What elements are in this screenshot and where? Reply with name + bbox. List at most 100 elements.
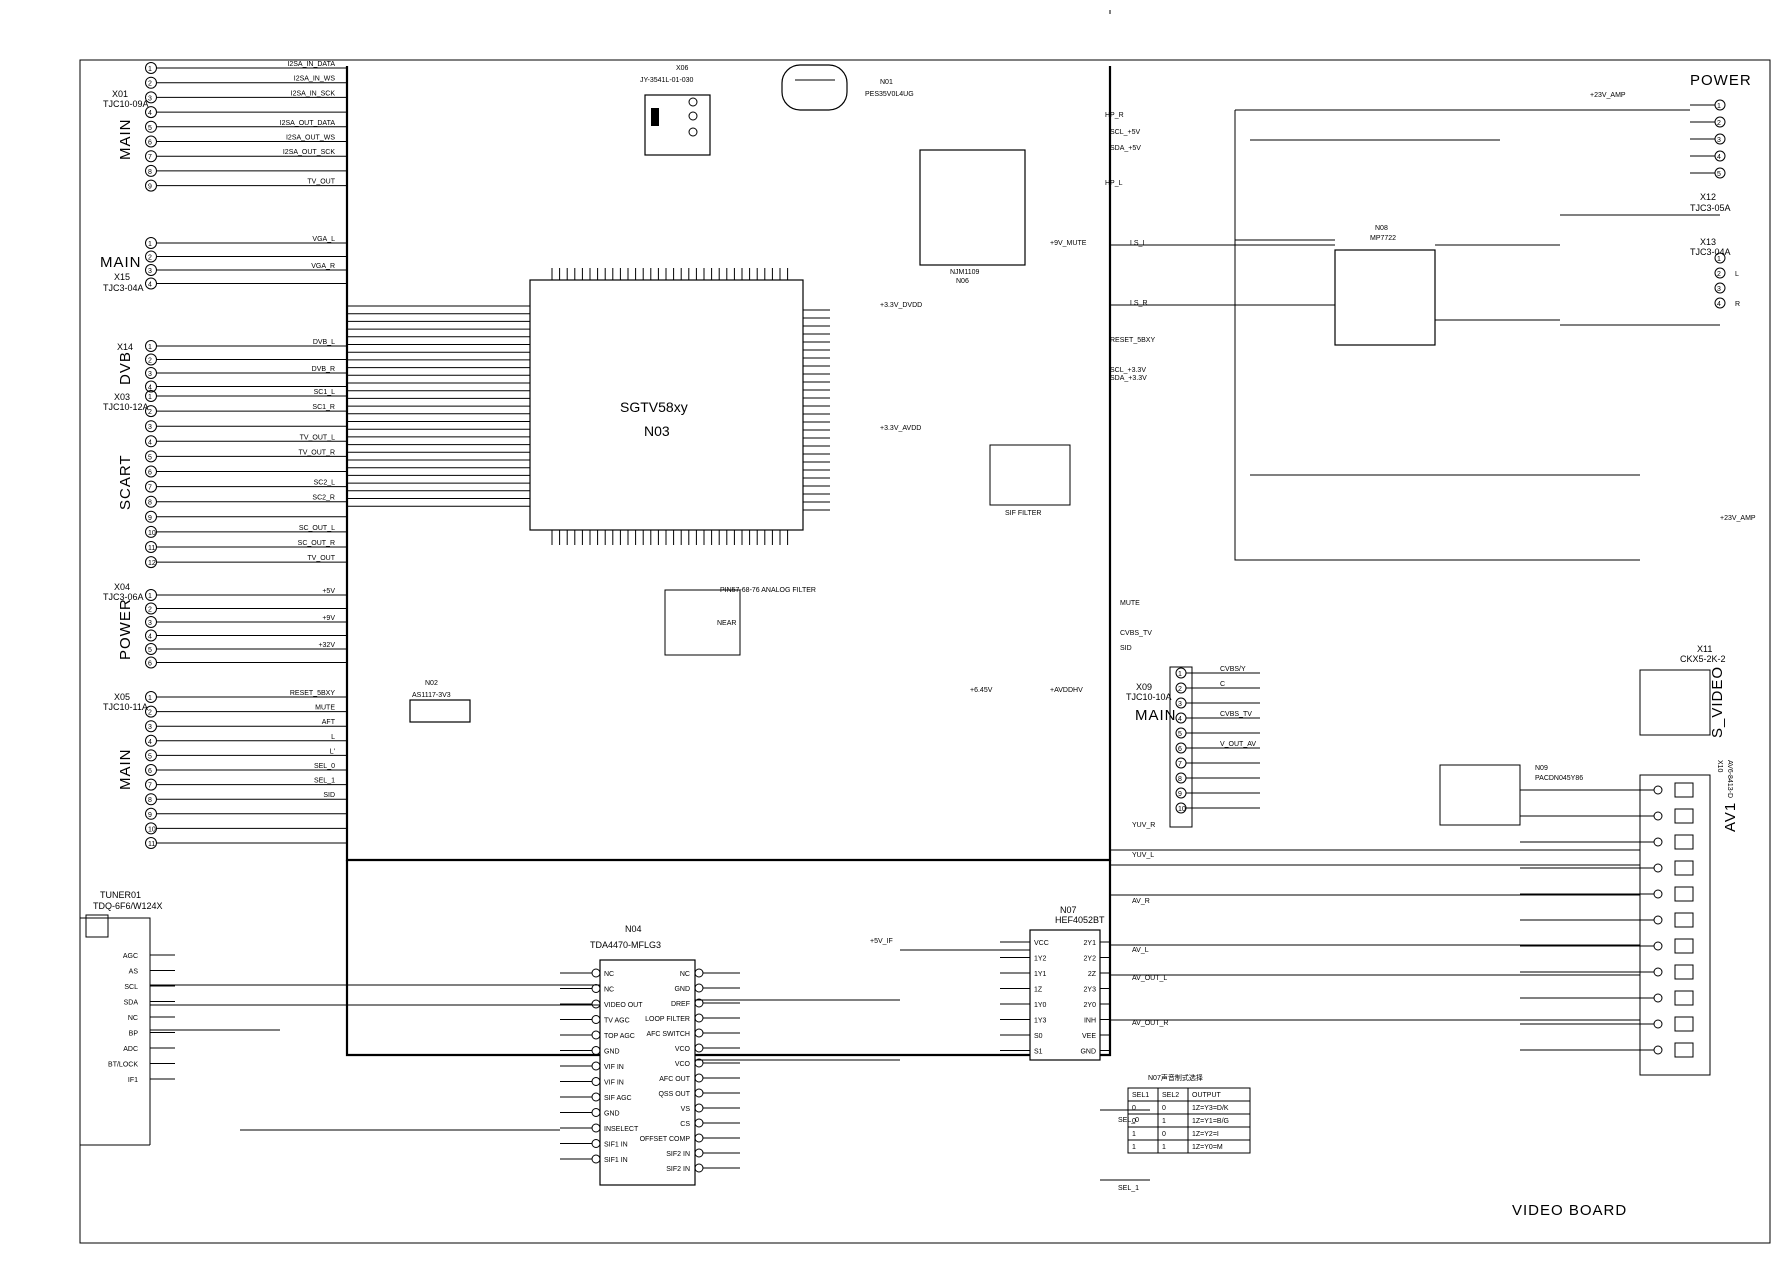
net-label: I2SA_IN_SCK [291,90,336,97]
svg-text:7: 7 [148,485,152,492]
n06-name: NJM1109 [950,269,980,276]
n08-name: MP7722 [1370,235,1396,242]
pin-x03-10: 10 [145,525,347,538]
pin-x03-11: 11 [145,541,347,553]
chip-n04-body [599,959,696,1186]
av1-title: AV1 [1722,802,1739,832]
n04-left-pin: VIDEO OUT [604,1002,643,1009]
tuner-pin-label: IF1 [128,1077,138,1084]
svg-text:2: 2 [148,710,152,717]
n04-left-pin: NC [604,987,614,994]
n04-right-pin: DREF [671,1001,690,1008]
net-17: AV_OUT_L [1132,975,1167,982]
x09-body [1169,666,1193,828]
amp-supply: +23V_AMP [1590,92,1626,99]
net-13: YUV_R [1132,822,1155,829]
n07-table-cell: 0 [1162,1131,1166,1138]
svg-text:8: 8 [148,500,152,507]
chip-n02: N02 AS1117-3V3 [409,680,471,723]
x11-svideo-body [1639,669,1711,736]
svg-text:5: 5 [148,125,152,132]
svg-text:1: 1 [148,593,152,600]
tuner-can [85,914,109,938]
svg-text:1: 1 [148,241,152,248]
n02-name: AS1117-3V3 [412,692,451,699]
net-label: TV_OUT_R [298,449,335,456]
pin-x14-1: 1 [145,340,347,352]
net-label: SID [323,792,335,799]
pin-x03-5: 5 [145,450,347,463]
net-label: SEL_1 [314,778,335,785]
pin-x03-6: 6 [145,465,347,478]
svg-text:1: 1 [148,695,152,702]
n07-table-cell: 1 [1132,1131,1136,1138]
pin-x03-8: 8 [145,495,347,508]
net-label: VGA_L [312,236,335,243]
pin-x03-12: 12 [145,556,347,569]
pin-x01-7: 7 [145,150,347,163]
tuner-pin-label: BT/LOCK [108,1062,138,1069]
x03-title: SCART [117,454,134,510]
net-label: SC2_L [314,480,336,487]
svg-text:4: 4 [1717,301,1721,308]
net-12: LS_R [1130,300,1148,307]
svg-text:11: 11 [148,841,155,848]
pin-x03-7: 7 [145,480,347,493]
n07-name: HEF4052BT [1055,915,1105,925]
pin-x05-9: 9 [145,807,347,820]
n07-pins: VCC1Y21Y11Z1Y01Y3S0S12Y12Y22Z2Y32Y0INHVE… [1000,940,1110,1056]
left-connector-pins: 1234567891234123412345678910111212345612… [145,62,347,849]
n07-right-pin: 2Y0 [1084,1002,1097,1009]
pin-x05-10: 10 [145,822,347,835]
board-title: VIDEO BOARD [1512,1202,1627,1219]
svg-text:12: 12 [148,560,156,567]
pin-x04-2: 2 [145,602,347,615]
svg-text:1: 1 [148,394,152,401]
pin-x14-3: 3 [145,367,347,379]
net-4: SDA_+5V [1110,145,1141,152]
n04-left-pin: TOP AGC [604,1033,635,1040]
net-25: +23V_AMP [1720,515,1756,522]
connector-x05: X05 TJC10-11A MAIN [103,692,148,790]
left-net-labels: I2SA_IN_DATAI2SA_IN_WSI2SA_IN_SCKI2SA_OU… [280,61,336,799]
n07-table-cell: 1Z=Y3=D/K [1192,1105,1229,1112]
x12-type: TJC3-05A [1690,203,1731,213]
svg-text:4: 4 [148,385,152,392]
net-labels: HP_RHP_LSCL_+5VSDA_+5VSCL_+3.3VSDA_+3.3V… [870,112,1756,1192]
pin-x03-9: 9 [145,510,347,523]
main-chip-pins [347,268,830,545]
pin-x01-8: 8 [145,164,347,177]
tuner-pin-label: SCL [124,984,138,991]
svg-text:9: 9 [148,515,152,522]
analog-filter-box [664,589,741,656]
pin-x15-4: 4 [145,277,347,290]
net-label: +9V [322,615,335,622]
n07-left-pin: 1Y0 [1034,1002,1047,1009]
n07-left-pin: VCC [1034,940,1049,947]
pin-x04-5: 5 [145,643,347,655]
x05-ref: X05 [114,692,130,702]
svg-text:10: 10 [148,530,156,537]
n04-right-pin: GND [674,986,690,993]
n07-left-pin: 1Y1 [1034,971,1047,978]
net-2: HP_L [1105,180,1123,187]
net-label: RESET_5BXY [290,690,335,697]
n09-name: PACDN045Y86 [1535,775,1583,782]
x10-type: AV6-8413-D [1726,760,1733,798]
sif-filter-box [989,444,1071,506]
x10-slots [1520,782,1694,1058]
x09-pin-label: CVBS/Y [1220,666,1246,673]
net-label: TV_OUT [307,555,335,562]
x04-ref: X04 [114,582,130,592]
connector-x14: X14 DVB [117,342,134,385]
svg-text:3: 3 [148,268,152,275]
svg-text:2: 2 [148,358,152,365]
net-label: L [331,734,335,741]
x01-title: MAIN [117,119,134,161]
svg-text:4: 4 [148,634,152,641]
x12-ref: X12 [1700,192,1716,202]
net-label: I2SA_OUT_DATA [280,120,336,127]
net-label: SEL_0 [314,763,335,770]
